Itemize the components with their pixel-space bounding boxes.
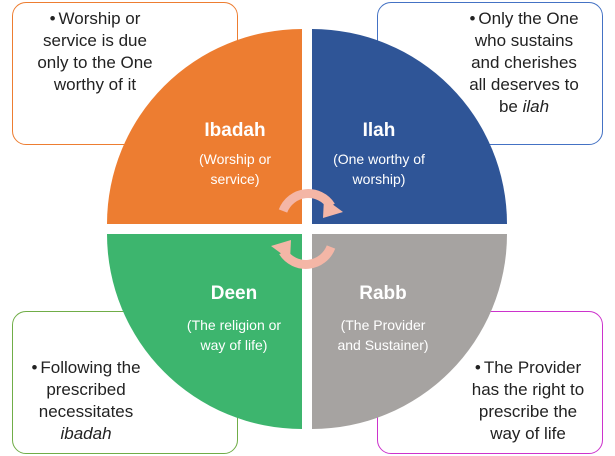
quadrant-deen-subtitle-1: (The religion or bbox=[187, 317, 281, 333]
quadrant-rabb bbox=[312, 234, 507, 429]
ibadah-note-text: •Worship or service is due only to the O… bbox=[30, 8, 160, 96]
ilah-note-line-4: all deserves to bbox=[469, 75, 579, 94]
quadrant-ibadah-subtitle-2: service) bbox=[210, 171, 259, 187]
ilah-note-line-3: and cherishes bbox=[471, 53, 577, 72]
quadrant-ilah-subtitle-2: worship) bbox=[352, 171, 406, 187]
quadrant-ilah-subtitle-1: (One worthy of bbox=[333, 151, 425, 167]
quadrant-rabb-subtitle-1: (The Provider bbox=[341, 317, 426, 333]
ilah-note-line-5: be bbox=[498, 97, 518, 116]
quadrant-ibadah bbox=[107, 29, 302, 224]
rabb-note-line-2: has the right to bbox=[471, 380, 585, 399]
rabb-note-text: •The Provider has the right to prescribe… bbox=[458, 357, 598, 445]
ilah-note-italic: ilah bbox=[522, 97, 550, 116]
cycle-arrows-icon bbox=[271, 189, 343, 269]
quadrant-rabb-title: Rabb bbox=[359, 283, 407, 304]
quadrant-deen-subtitle-2: way of life) bbox=[200, 337, 268, 353]
ibadah-note-line-4: worthy of it bbox=[53, 75, 137, 94]
quadrant-deen-title: Deen bbox=[211, 283, 257, 304]
quadrant-ibadah-subtitle-1: (Worship or bbox=[199, 151, 271, 167]
ilah-note-line-1: Only the One bbox=[478, 9, 579, 28]
quadrant-ilah bbox=[312, 29, 507, 224]
rabb-note-line-1: The Provider bbox=[483, 358, 582, 377]
ibadah-note-line-1: Worship or bbox=[58, 9, 141, 28]
ilah-note-text: •Only the One who sustains and cherishes… bbox=[455, 8, 593, 118]
ilah-note-line-2: who sustains bbox=[474, 31, 574, 50]
rabb-note-line-3: prescribe the bbox=[478, 402, 578, 421]
deen-note-text: •Following the prescribed necessitates i… bbox=[16, 357, 156, 445]
quadrant-ilah-title: Ilah bbox=[363, 120, 396, 141]
quadrant-ibadah-title: Ibadah bbox=[204, 120, 265, 141]
ibadah-note-line-3: only to the One bbox=[37, 53, 153, 72]
deen-note-italic: ibadah bbox=[60, 424, 112, 443]
quadrant-deen bbox=[107, 234, 302, 429]
ibadah-note-line-2: service is due bbox=[43, 31, 147, 50]
quadrant-rabb-subtitle-2: and Sustainer) bbox=[337, 337, 428, 353]
deen-note-line-1: Following the bbox=[40, 358, 141, 377]
deen-note-line-3: necessitates bbox=[38, 402, 134, 421]
rabb-note-line-4: way of life bbox=[490, 424, 566, 443]
deen-note-line-2: prescribed bbox=[46, 380, 126, 399]
